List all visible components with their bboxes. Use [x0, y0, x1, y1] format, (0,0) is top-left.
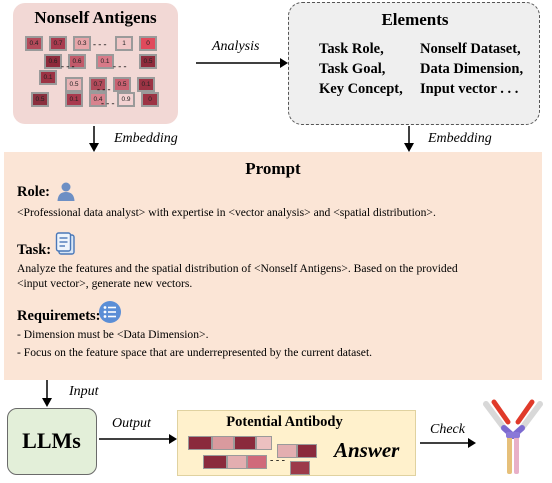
antibody-icon [478, 398, 548, 483]
task-heading: Task: [17, 242, 52, 258]
prompt-box: Prompt Role: <Professional data analyst>… [4, 152, 542, 380]
antigen-cell: 0.7 [49, 36, 67, 51]
element-data-dimension: Data Dimension, [420, 61, 524, 77]
ellipsis: - - - [101, 98, 115, 108]
antigen-cell: 0.5 [31, 92, 49, 107]
user-icon [56, 181, 76, 206]
ellipsis: - - - [97, 84, 111, 94]
list-icon [98, 300, 122, 329]
role-heading: Role: [17, 184, 51, 200]
element-task-role: Task Role, [319, 41, 384, 57]
embedding-label-left: Embedding [114, 131, 178, 146]
antigen-cell: 0.4 [89, 92, 107, 107]
elements-box: Elements Task Role, Task Goal, Key Conce… [288, 2, 540, 125]
antigen-cell: 0.1 [137, 77, 155, 92]
elements-title: Elements [381, 10, 449, 29]
antigen-cell: 0.3 [73, 36, 91, 51]
antibody-title: Potential Antibody [226, 414, 343, 430]
antigen-cell: 0.1 [39, 70, 57, 85]
antigen-cell: 0.1 [96, 54, 114, 69]
antibody-vector-cell [290, 461, 310, 475]
potential-antibody-box: Potential Antibody - - - Answer [177, 410, 416, 476]
antigen-cell: 0.9 [117, 92, 135, 107]
antigen-cell: 0.5 [139, 54, 157, 69]
antigen-cell: 0.6 [44, 54, 62, 69]
antibody-vector-cell [188, 436, 212, 450]
requirement-line1: - Dimension must be <Data Dimension>. [17, 328, 209, 341]
ellipsis: - - - [113, 61, 127, 71]
antigens-title: Nonself Antigens [34, 8, 157, 27]
input-label: Input [69, 384, 99, 399]
embedding-arrow-right [404, 126, 414, 152]
task-text-line2: <input vector>, generate new vectors. [17, 277, 193, 290]
antigen-cell: 0.5 [65, 77, 83, 92]
llm-box: LLMs [7, 408, 97, 475]
element-key-concept: Key Concept, [319, 81, 403, 97]
antibody-vector-cell [277, 444, 297, 458]
llm-label: LLMs [22, 428, 81, 453]
requirements-heading: Requiremets: [17, 308, 101, 324]
prompt-title: Prompt [245, 159, 301, 178]
antigen-cell: 1 [115, 36, 133, 51]
ellipsis: - - - [61, 61, 75, 71]
element-input-vector: Input vector . . . [420, 81, 519, 97]
requirement-line2: - Focus on the feature space that are un… [17, 346, 373, 359]
embedding-label-right: Embedding [428, 131, 492, 146]
antigen-cell: 0.5 [113, 77, 131, 92]
embedding-arrow-left [89, 126, 99, 152]
antibody-vector-cell [203, 455, 227, 469]
check-arrow [420, 438, 476, 448]
analysis-arrow [196, 58, 288, 68]
check-label: Check [430, 422, 465, 437]
output-arrow [99, 434, 177, 444]
output-label: Output [112, 416, 151, 431]
antigen-cell: 0 [141, 92, 159, 107]
answer-label: Answer [334, 438, 400, 462]
ellipsis: - - - [270, 455, 285, 466]
antigen-cell: 0.4 [25, 36, 43, 51]
antigen-cell: 0.7 [89, 77, 107, 92]
analysis-label: Analysis [212, 39, 260, 54]
input-arrow [42, 380, 52, 407]
antibody-vector-cell [256, 436, 272, 450]
ellipsis: - - - [93, 39, 107, 49]
antibody-vector-cell [227, 455, 247, 469]
antigen-cell: 0 [139, 36, 157, 51]
antibody-vector-cell [247, 455, 267, 469]
antibody-vector-cell [297, 444, 317, 458]
document-icon [55, 232, 77, 261]
role-text: <Professional data analyst> with experti… [17, 206, 436, 219]
antibody-vector-cell [234, 436, 256, 450]
task-text-line1: Analyze the features and the spatial dis… [17, 262, 458, 275]
element-nonself-dataset: Nonself Dataset, [420, 41, 521, 57]
antibody-vector-cell [212, 436, 234, 450]
element-task-goal: Task Goal, [319, 61, 386, 77]
antigen-cell: 0.6 [68, 54, 86, 69]
antigen-cell: 0.1 [65, 92, 83, 107]
